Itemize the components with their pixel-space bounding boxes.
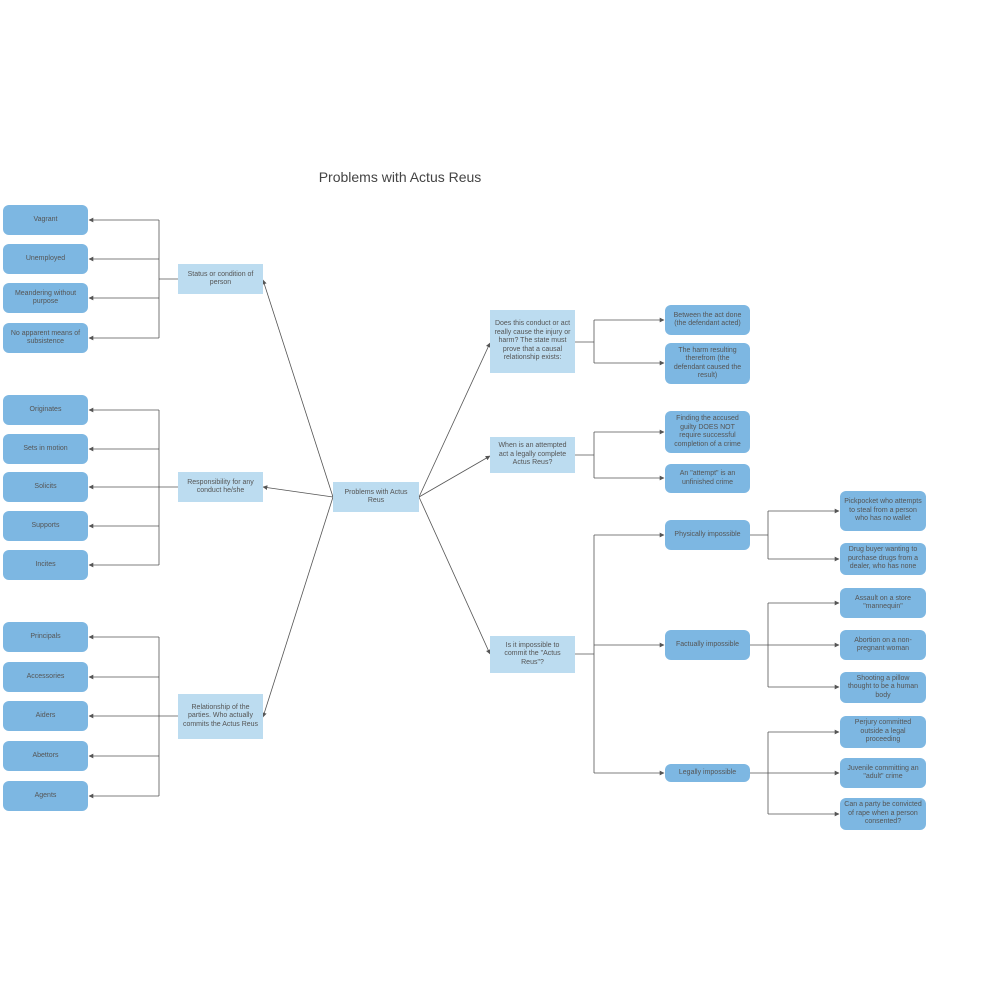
topic-responsibility[interactable]: Responsibility for any conduct he/she <box>178 472 263 502</box>
connector-center-status <box>262 279 334 498</box>
topic-status-condition[interactable]: Status or condition of person <box>178 264 263 294</box>
leaf-rape-consent[interactable]: Can a party be convicted of rape when a … <box>840 798 926 830</box>
leaf-no-subsistence[interactable]: No apparent means of subsistence <box>3 323 88 353</box>
connector-center-responsibility <box>262 485 334 498</box>
leaf-juvenile[interactable]: Juvenile committing an "adult" crime <box>840 758 926 788</box>
leaf-unemployed[interactable]: Unemployed <box>3 244 88 274</box>
leaf-originates[interactable]: Originates <box>3 395 88 425</box>
leaf-abortion[interactable]: Abortion on a non-pregnant woman <box>840 630 926 660</box>
leaf-perjury[interactable]: Perjury committed outside a legal procee… <box>840 716 926 748</box>
leaf-principals[interactable]: Principals <box>3 622 88 652</box>
node-legally-impossible[interactable]: Legally impossible <box>665 764 750 782</box>
connector-center-attempt <box>418 455 491 498</box>
leaf-harm-resulting[interactable]: The harm resulting therefrom (the defend… <box>665 343 750 384</box>
leaf-meandering[interactable]: Meandering without purpose <box>3 283 88 313</box>
connector-center-impossible <box>418 496 491 655</box>
leaf-aiders[interactable]: Aiders <box>3 701 88 731</box>
topic-attempt[interactable]: When is an attempted act a legally compl… <box>490 437 575 473</box>
leaf-sets-in-motion[interactable]: Sets in motion <box>3 434 88 464</box>
leaf-pillow[interactable]: Shooting a pillow thought to be a human … <box>840 672 926 703</box>
leaf-incites[interactable]: Incites <box>3 550 88 580</box>
connector-center-causation <box>418 342 491 498</box>
leaf-act-done[interactable]: Between the act done (the defendant acte… <box>665 305 750 335</box>
leaf-drug-buyer[interactable]: Drug buyer wanting to purchase drugs fro… <box>840 543 926 575</box>
node-physically-impossible[interactable]: Physically impossible <box>665 520 750 550</box>
leaf-unfinished-crime[interactable]: An "attempt" is an unfinished crime <box>665 464 750 493</box>
topic-causation[interactable]: Does this conduct or act really cause th… <box>490 310 575 373</box>
connector-center-relationship <box>262 496 334 718</box>
node-factually-impossible[interactable]: Factually impossible <box>665 630 750 660</box>
leaf-pickpocket[interactable]: Pickpocket who attempts to steal from a … <box>840 491 926 531</box>
leaf-mannequin[interactable]: Assault on a store "mannequin" <box>840 588 926 618</box>
leaf-finding-guilty[interactable]: Finding the accused guilty DOES NOT requ… <box>665 411 750 453</box>
topic-relationship[interactable]: Relationship of the parties. Who actuall… <box>178 694 263 739</box>
leaf-abettors[interactable]: Abettors <box>3 741 88 771</box>
center-node[interactable]: Problems with Actus Reus <box>333 482 419 512</box>
leaf-agents[interactable]: Agents <box>3 781 88 811</box>
leaf-solicits[interactable]: Solicits <box>3 472 88 502</box>
leaf-supports[interactable]: Supports <box>3 511 88 541</box>
topic-impossible[interactable]: Is it impossible to commit the "Actus Re… <box>490 636 575 673</box>
leaf-vagrant[interactable]: Vagrant <box>3 205 88 235</box>
diagram-title: Problems with Actus Reus <box>318 169 482 185</box>
leaf-accessories[interactable]: Accessories <box>3 662 88 692</box>
